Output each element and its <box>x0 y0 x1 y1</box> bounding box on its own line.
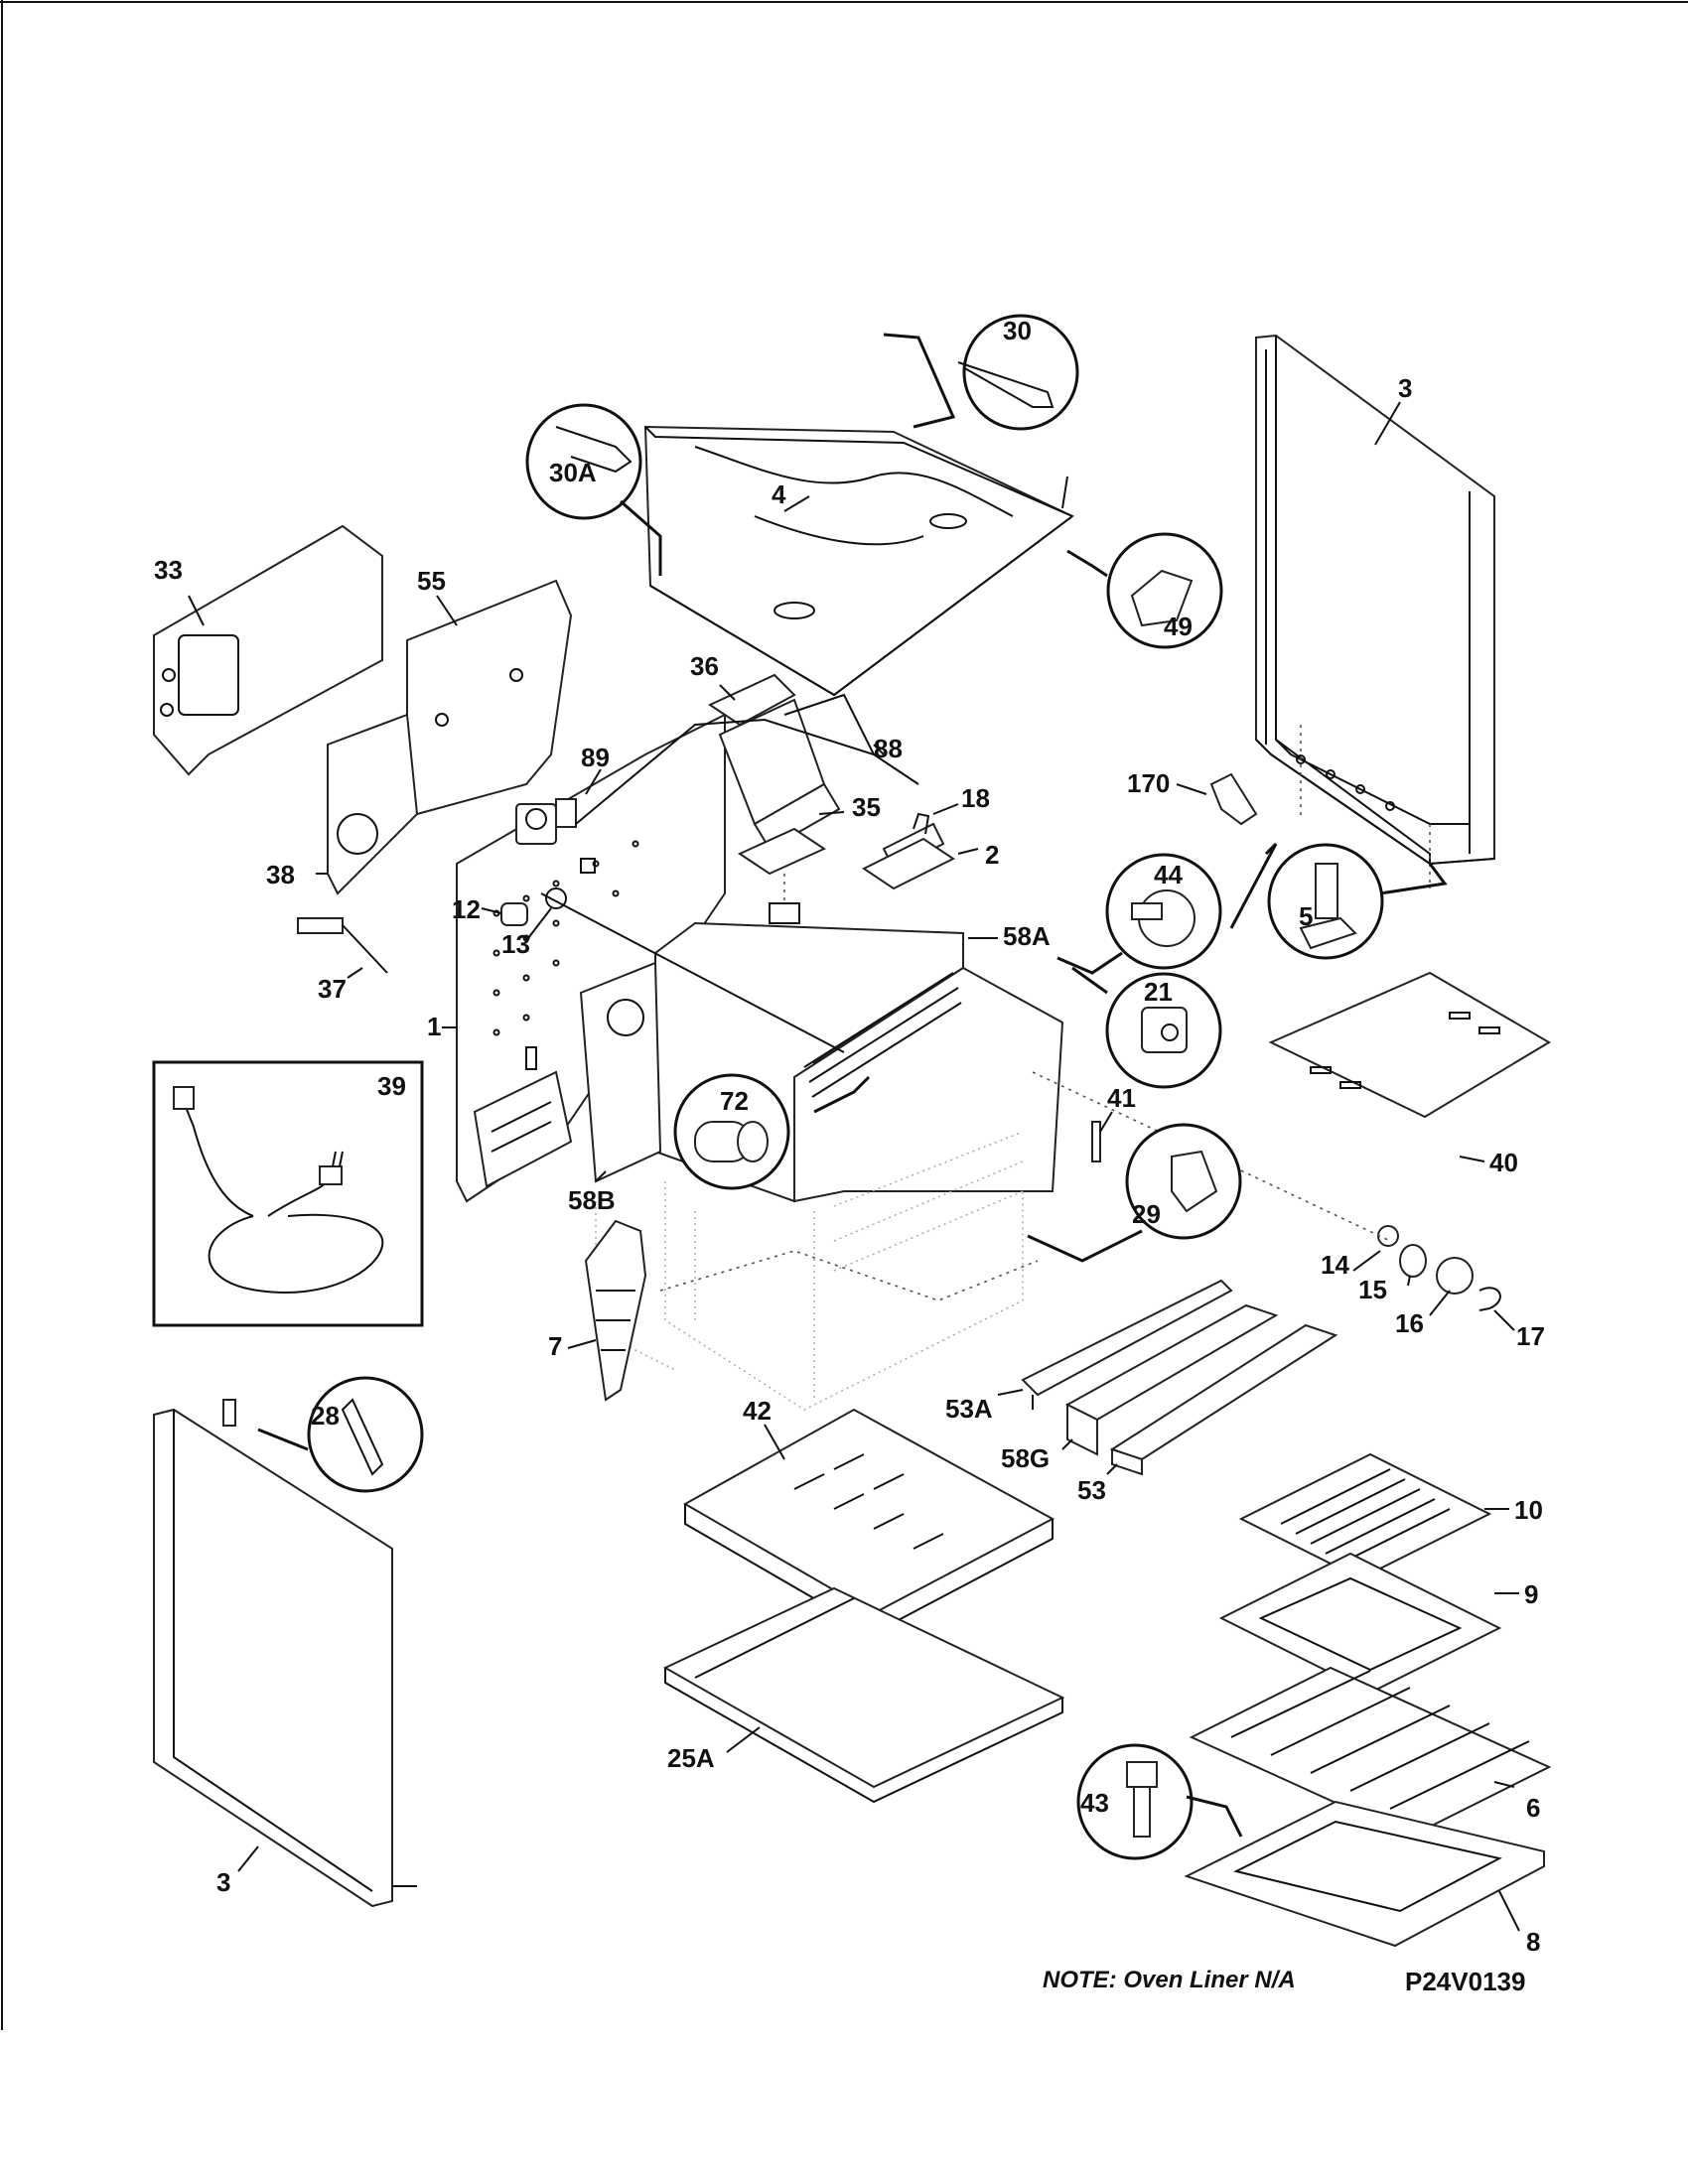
label-88: 88 <box>874 734 903 763</box>
label-58A: 58A <box>1003 921 1051 951</box>
oven-liner-note: NOTE: Oven Liner N/A <box>1043 1967 1296 1993</box>
callout-43 <box>1076 1743 1243 1860</box>
part-13-sensor-rod <box>540 892 845 1053</box>
leader-lines <box>188 401 1520 1932</box>
label-14: 14 <box>1321 1250 1349 1280</box>
part-14-socket <box>1377 1225 1399 1247</box>
part-58G-rail <box>1064 1303 1279 1456</box>
part-3-left-side-panel <box>153 1399 417 1908</box>
label-72: 72 <box>720 1086 749 1116</box>
label-42: 42 <box>743 1396 772 1426</box>
part-8-drawer-panel <box>1184 1800 1545 1948</box>
label-30: 30 <box>1003 316 1032 345</box>
label-36: 36 <box>690 651 719 681</box>
label-1: 1 <box>427 1012 441 1041</box>
callout-29 <box>1027 1123 1242 1263</box>
label-29: 29 <box>1132 1199 1161 1229</box>
part-42-bottom-panel <box>682 1408 1055 1635</box>
part-40-heat-shield <box>1268 971 1551 1119</box>
label-2: 2 <box>985 840 999 870</box>
label-33: 33 <box>154 555 183 585</box>
part-10-broiler-grid <box>1238 1452 1492 1580</box>
label-5: 5 <box>1299 901 1313 931</box>
drawing-code: P24V0139 <box>1405 1967 1525 1996</box>
part-12-socket <box>500 902 528 926</box>
part-17-wire-clip <box>1478 1287 1501 1311</box>
label-12: 12 <box>452 894 481 924</box>
label-15: 15 <box>1358 1275 1387 1304</box>
label-17: 17 <box>1516 1321 1545 1351</box>
label-18: 18 <box>961 783 990 813</box>
part-170-hinge <box>1209 772 1258 826</box>
label-8: 8 <box>1526 1927 1540 1957</box>
part-39-power-cord-box <box>152 1060 424 1327</box>
part-55-insulation <box>406 579 573 816</box>
label-38: 38 <box>266 860 295 889</box>
part-88-capillary <box>575 718 919 825</box>
part-7-element-bracket <box>584 1219 647 1402</box>
callout-28 <box>257 1376 424 1493</box>
callout-72 <box>673 1073 871 1190</box>
part-6-oven-rack <box>1189 1666 1552 1839</box>
label-41: 41 <box>1107 1083 1136 1113</box>
part-labels: 3 4 30 30A 49 33 55 36 88 89 18 35 2 170… <box>154 316 1545 1957</box>
label-4: 4 <box>772 479 786 509</box>
part-2-latch-plate <box>862 837 955 890</box>
label-37: 37 <box>318 974 347 1004</box>
callout-49 <box>1066 532 1223 649</box>
part-9-broiler-pan <box>1218 1552 1502 1695</box>
label-53A: 53A <box>945 1394 993 1424</box>
label-170: 170 <box>1127 768 1170 798</box>
label-6: 6 <box>1526 1793 1540 1823</box>
part-38-insulation <box>327 713 419 895</box>
label-3-bottom: 3 <box>216 1867 230 1897</box>
label-13: 13 <box>501 929 530 959</box>
part-3-right-side-panel <box>1255 334 1495 888</box>
label-58G: 58G <box>1001 1443 1050 1473</box>
part-53A-rail <box>1021 1279 1233 1410</box>
part-15-bulb <box>1399 1244 1427 1278</box>
oven-body <box>579 921 1064 1411</box>
callout-44 <box>1056 853 1222 975</box>
label-25A: 25A <box>667 1743 715 1773</box>
dashed-light-path <box>1032 1071 1391 1242</box>
label-39: 39 <box>377 1071 406 1101</box>
part-25A-bottom-tray <box>662 1586 1065 1804</box>
label-30A: 30A <box>549 458 597 487</box>
part-35-duct-plate <box>737 827 827 924</box>
part-53-rail <box>1109 1323 1338 1476</box>
part-33-back-panel <box>153 524 383 776</box>
label-28: 28 <box>311 1401 340 1431</box>
part-41-bracket <box>1091 1121 1101 1162</box>
label-7: 7 <box>548 1331 562 1361</box>
label-55: 55 <box>417 566 446 596</box>
callout-30 <box>883 314 1079 431</box>
label-9: 9 <box>1524 1579 1538 1609</box>
label-35: 35 <box>852 792 881 822</box>
part-89-thermostat <box>515 798 577 845</box>
label-10: 10 <box>1514 1495 1543 1525</box>
label-53: 53 <box>1077 1475 1106 1505</box>
callout-5 <box>1229 842 1448 960</box>
callout-21 <box>1071 966 1222 1089</box>
label-40: 40 <box>1489 1148 1518 1177</box>
label-3-top: 3 <box>1398 373 1412 403</box>
part-4-top-panel <box>643 425 1074 697</box>
part-37-terminal-block <box>297 917 388 974</box>
label-89: 89 <box>581 743 610 772</box>
callout-30A <box>525 403 662 576</box>
part-36-vent-duct <box>707 673 875 851</box>
label-58B: 58B <box>568 1185 616 1215</box>
label-43: 43 <box>1080 1788 1109 1818</box>
label-16: 16 <box>1395 1308 1424 1338</box>
label-49: 49 <box>1164 612 1193 641</box>
part-16-lens <box>1436 1257 1474 1295</box>
label-44: 44 <box>1154 860 1183 889</box>
part-13-ring <box>545 887 567 909</box>
label-21: 21 <box>1144 977 1173 1007</box>
